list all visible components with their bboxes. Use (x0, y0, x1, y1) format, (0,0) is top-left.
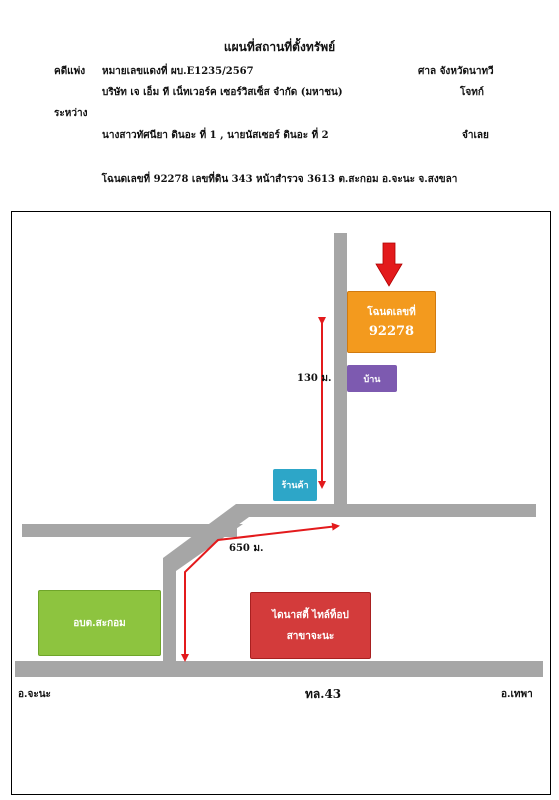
deed-plot-label: โฉนดเลขที่ (367, 307, 416, 318)
shop-box: ร้านค้า (273, 469, 317, 501)
left-destination-label: อ.จะนะ (18, 689, 51, 700)
tile-shop-name: ไดนาสตี้ ไทล์ท็อป (272, 609, 349, 621)
map-title: แผนที่สถานที่ตั้งทรัพย์ (223, 40, 336, 54)
deed-plot-box: โฉนดเลขที่ 92278 (347, 291, 436, 353)
deed-plot-number: 92278 (368, 324, 415, 339)
court-name: ศาล จังหวัดนาทวี (418, 66, 494, 77)
plaintiff-role: โจทก์ (460, 87, 484, 98)
plaintiff-name: บริษัท เจ เอ็ม ที เน็ทเวอร์ค เซอร์วิสเซ็… (102, 87, 343, 98)
vertical-road (334, 233, 347, 505)
distance-label-horizontal: 650 ม. (229, 543, 264, 554)
connector-road (163, 558, 176, 664)
tile-shop-box: ไดนาสตี้ ไทล์ท็อป สาขาจะนะ (250, 592, 371, 659)
case-number: หมายเลขแดงที่ ผบ.E1235/2567 (102, 66, 254, 77)
case-label: คดีแพ่ง (54, 66, 86, 77)
defendant-role: จำเลย (462, 130, 489, 141)
defendants-names: นางสาวทัศนียา ดินอะ ที่ 1 , นายนัสเซอร์ … (102, 130, 329, 141)
cross-road-left (22, 524, 237, 537)
right-destination-label: อ.เทพา (501, 689, 533, 700)
highway-road (15, 661, 543, 677)
map-frame (11, 211, 551, 795)
house-box: บ้าน (347, 365, 397, 392)
between-label: ระหว่าง (54, 108, 88, 119)
highway-label: ทล.43 (305, 687, 342, 701)
sao-office-box: อบต.สะกอม (38, 590, 161, 656)
cross-road-right (236, 504, 536, 517)
distance-label-vertical: 130 ม. (297, 373, 332, 384)
house-label: บ้าน (363, 374, 381, 385)
tile-shop-branch: สาขาจะนะ (286, 630, 335, 642)
deed-details: โฉนดเลขที่ 92278 เลขที่ดิน 343 หน้าสำรวจ… (101, 174, 458, 185)
shop-label: ร้านค้า (281, 481, 309, 491)
sao-office-label: อบต.สะกอม (73, 617, 126, 629)
